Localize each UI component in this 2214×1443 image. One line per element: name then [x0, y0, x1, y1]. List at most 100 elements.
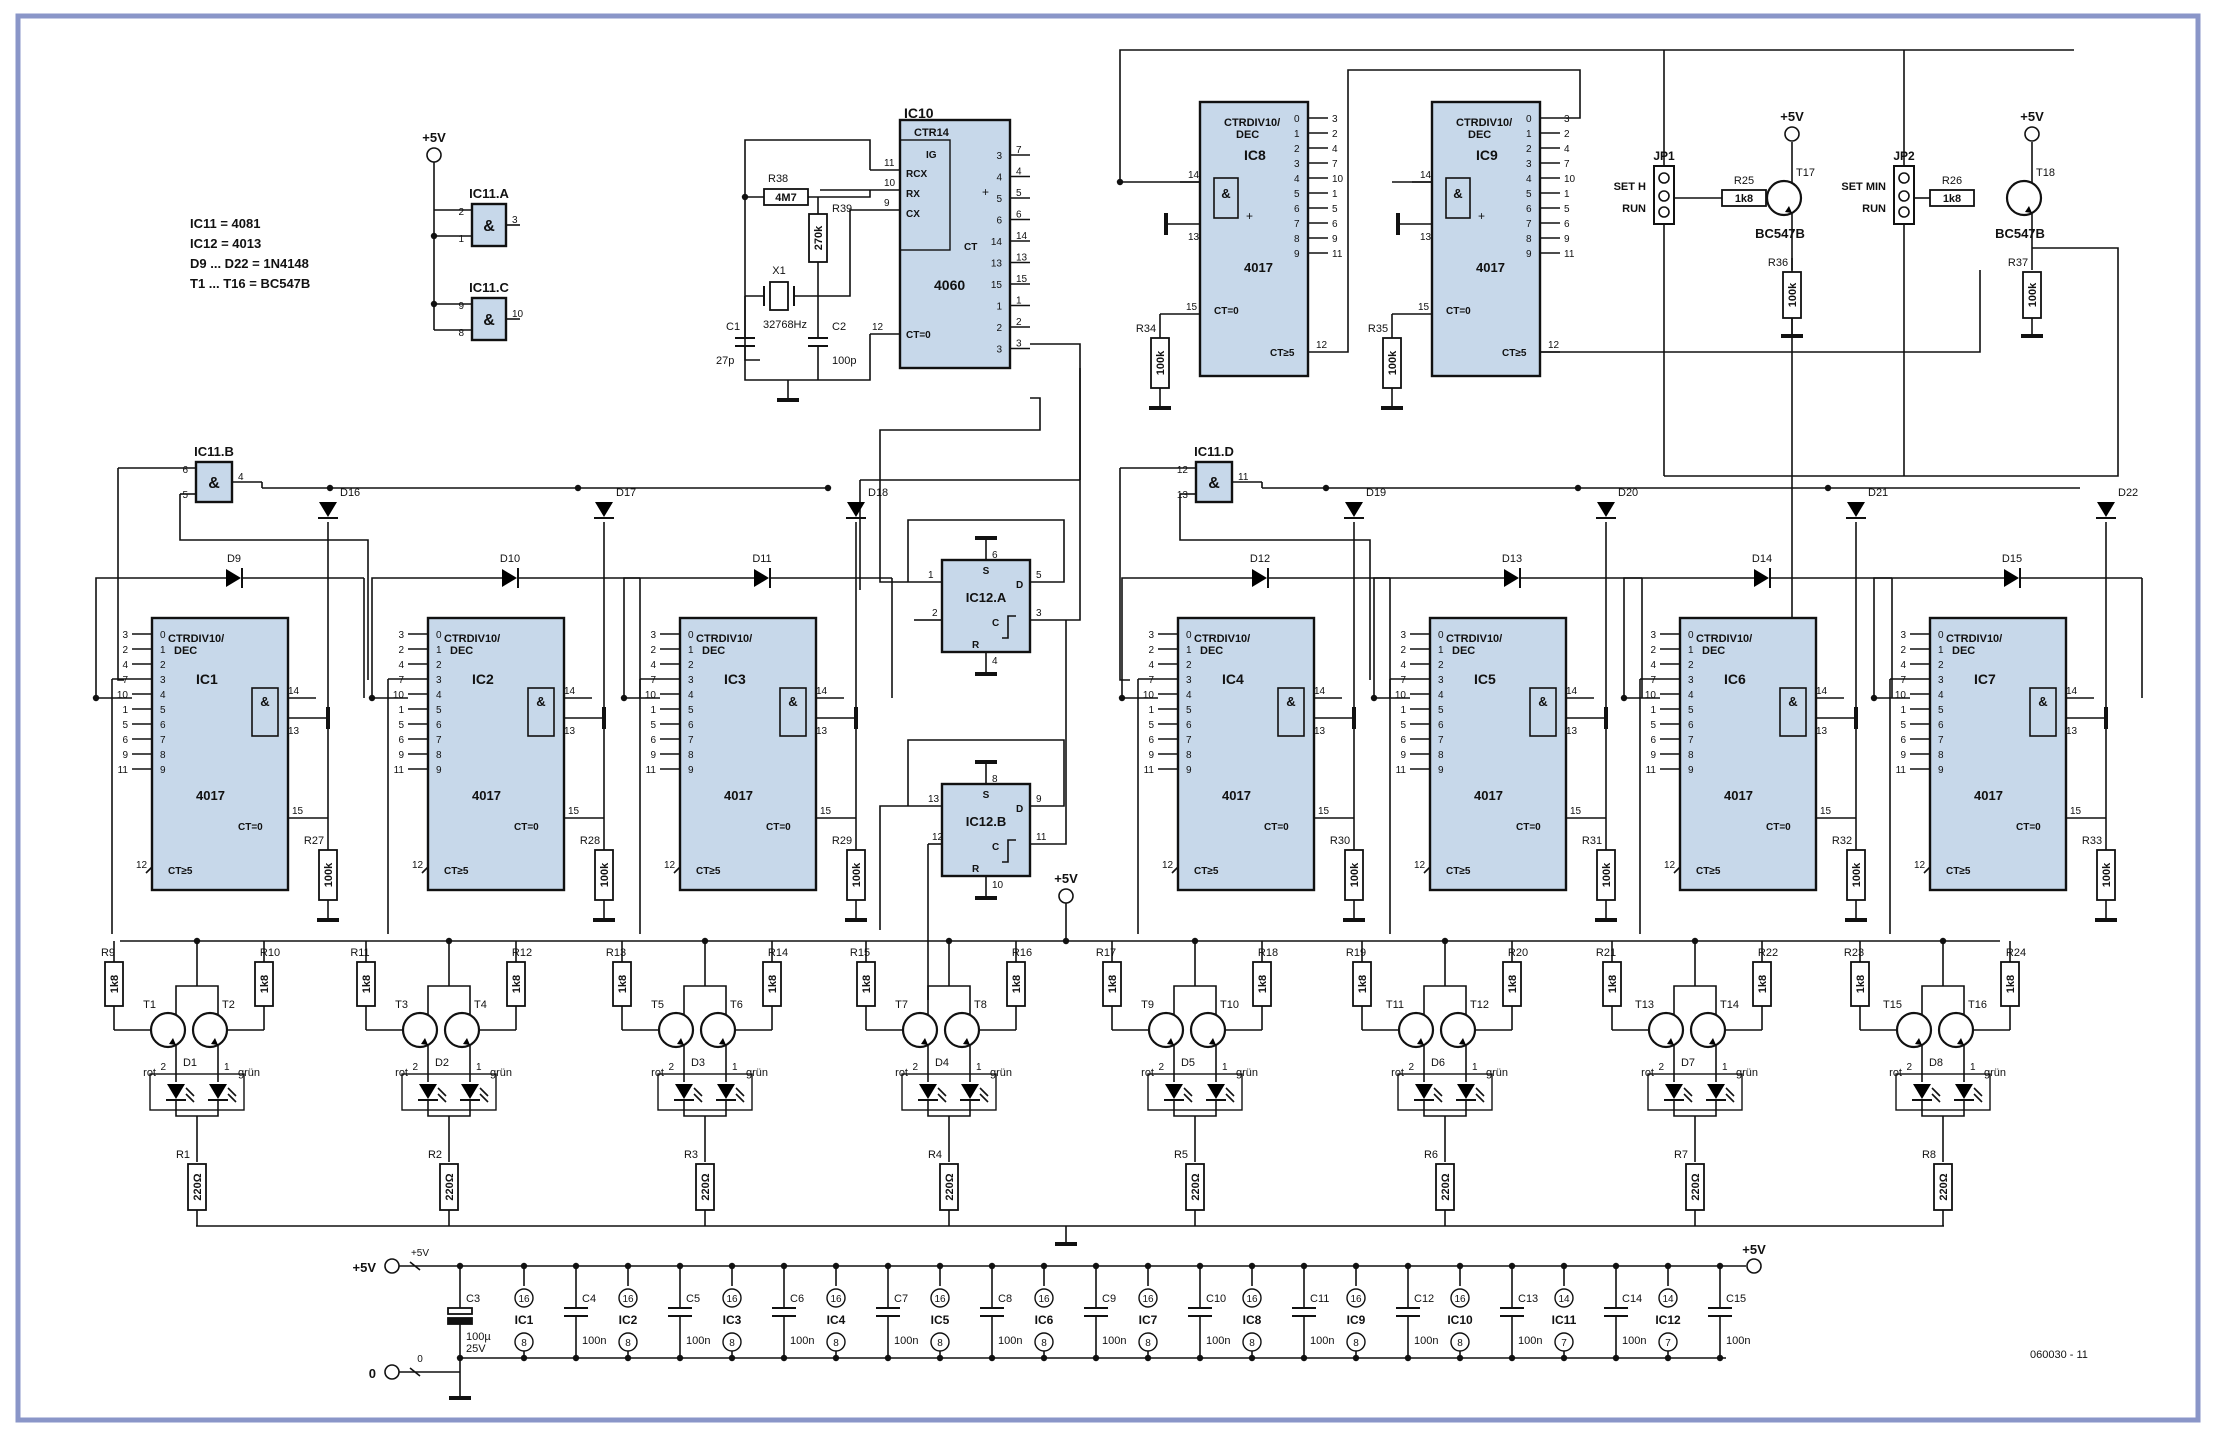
diode-name: D14	[1752, 553, 1772, 565]
capacitor-name: C9	[1102, 1293, 1116, 1305]
wire	[1623, 577, 1754, 698]
pin-number: 7	[398, 675, 404, 686]
junction-dot	[701, 937, 709, 945]
pin-number: 13	[928, 794, 940, 805]
output-number: 3	[1526, 159, 1532, 170]
pin-function: S	[983, 566, 990, 577]
junction-dot	[193, 937, 201, 945]
output-number: 9	[1688, 765, 1694, 776]
capacitor-value: 100n	[1102, 1335, 1126, 1347]
resistor-value: 220Ω	[1938, 1173, 1950, 1200]
output-number: 4	[1294, 174, 1300, 185]
resistor-value: 100k	[1387, 350, 1399, 375]
pin-number: 10	[1645, 690, 1657, 701]
junction-dot	[1092, 1262, 1100, 1270]
jumper-label: RUN	[1622, 203, 1646, 215]
diode	[502, 569, 517, 587]
junction-dot	[1370, 694, 1378, 702]
output-number: 6	[1938, 720, 1944, 731]
led-color: grün	[1236, 1067, 1258, 1079]
screw-terminal	[409, 1261, 421, 1271]
pin-number: 11	[1396, 765, 1407, 776]
output-number: 4	[1688, 690, 1694, 701]
chip-type: DEC	[450, 645, 473, 657]
junction-dot	[368, 694, 376, 702]
junction-dot	[430, 232, 438, 240]
pin-number: 12	[1548, 340, 1560, 351]
output-number: 8	[436, 750, 442, 761]
pin-number: 2	[996, 323, 1002, 334]
resistor	[612, 961, 632, 1007]
pin-number: 9	[1148, 750, 1154, 761]
figure-id: 060030 - 11	[2030, 1349, 2088, 1361]
resistor	[1602, 961, 1622, 1007]
pin-number: 1	[996, 302, 1002, 313]
pin-number: 7	[1665, 1338, 1671, 1349]
gate-symbol: &	[1208, 475, 1220, 492]
wire	[693, 1093, 703, 1103]
output-number: 1	[1294, 129, 1300, 140]
led	[209, 1084, 227, 1099]
chip-part: 4017	[472, 788, 501, 803]
output-number: 0	[1526, 114, 1532, 125]
and-gate	[1194, 460, 1234, 504]
pin-function: CT≥5	[168, 866, 193, 877]
vss-pin	[722, 1332, 742, 1352]
vss-pin	[1242, 1332, 1262, 1352]
wire	[979, 1093, 989, 1103]
note-text: IC11 = 4081	[190, 216, 260, 231]
wire	[623, 577, 754, 698]
pin-function: CT=0	[906, 330, 931, 341]
pin-number: 2	[1408, 1062, 1414, 1073]
pin-number: 4	[1148, 660, 1154, 671]
output-number: 9	[1938, 765, 1944, 776]
pin-number: 3	[996, 151, 1002, 162]
junction-dot	[945, 937, 953, 945]
schmitt-symbol	[1002, 839, 1016, 863]
resistor-name: R34	[1136, 323, 1156, 335]
pin-number: 5	[1650, 720, 1656, 731]
wire	[1683, 1087, 1693, 1097]
resistor-name: R30	[1330, 835, 1350, 847]
output-number: 7	[1688, 735, 1694, 746]
pin-number: 7	[1561, 1338, 1567, 1349]
chip-part: 4060	[934, 277, 965, 293]
output-number: 6	[1186, 720, 1192, 731]
pin-number: 5	[1332, 204, 1338, 215]
pin-number: 2	[1016, 317, 1022, 328]
wire	[1873, 577, 2004, 698]
junction-dot	[1404, 1354, 1412, 1362]
transistor-type: BC547B	[1995, 226, 2045, 241]
wire	[1225, 1093, 1235, 1103]
resistor-value: 1k8	[617, 975, 629, 993]
gate-symbol: &	[483, 218, 495, 235]
wire	[808, 190, 871, 198]
pin-function: CT	[964, 242, 977, 253]
wire	[693, 1087, 703, 1097]
jumper-pin	[1898, 190, 1910, 202]
pin-number: 1	[1722, 1062, 1728, 1073]
vdd-pin	[514, 1288, 534, 1308]
junction-dot	[1191, 937, 1199, 945]
resistor-value: 1k8	[1607, 975, 1619, 993]
junction-dot	[1824, 484, 1832, 492]
led-color: grün	[238, 1067, 260, 1079]
resistor-value: 220Ω	[1440, 1173, 1452, 1200]
led	[1457, 1084, 1475, 1099]
pin-number: 1	[650, 705, 656, 716]
capacitor-value: 27p	[716, 355, 734, 367]
note-text: D9 ... D22 = 1N4148	[190, 256, 309, 271]
transistor	[1895, 1011, 1933, 1049]
resistor-name: R39	[832, 203, 852, 215]
pin-number: 14	[1566, 686, 1578, 697]
output-number: 4	[1938, 690, 1944, 701]
gate-name: IC11.A	[469, 186, 509, 201]
junction-dot	[988, 1354, 996, 1362]
led-package	[149, 1073, 245, 1111]
wire	[1725, 1087, 1735, 1097]
led-package	[901, 1073, 997, 1111]
led-package	[1147, 1073, 1243, 1111]
output-number: 8	[1186, 750, 1192, 761]
gate-symbol: &	[1221, 186, 1230, 201]
pin-number: 6	[996, 216, 1002, 227]
